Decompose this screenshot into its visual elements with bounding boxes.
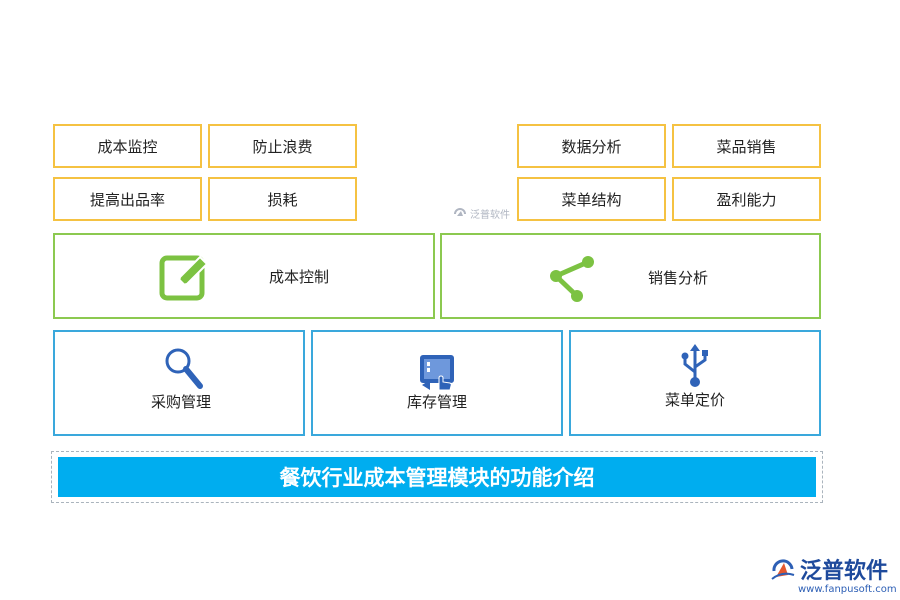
watermark-small-text: 泛普软件 bbox=[470, 210, 510, 221]
label-cost-monitoring: 成本监控 bbox=[97, 137, 158, 156]
magnifier-icon bbox=[165, 348, 203, 389]
footer-banner-frame: 餐饮行业成本管理模块的功能介绍 bbox=[51, 451, 823, 503]
label-menu-structure: 菜单结构 bbox=[561, 190, 622, 209]
usb-icon bbox=[681, 344, 708, 387]
footer-title: 餐饮行业成本管理模块的功能介绍 bbox=[279, 465, 595, 490]
box-loss: 损耗 bbox=[208, 177, 357, 221]
brand-logo: 泛普软件 www.fanpusoft.com bbox=[770, 553, 897, 595]
box-prevent-waste: 防止浪费 bbox=[208, 124, 357, 168]
label-cost-control: 成本控制 bbox=[269, 268, 330, 286]
label-loss: 损耗 bbox=[267, 190, 298, 209]
label-sales-analysis: 销售分析 bbox=[648, 269, 709, 287]
label-purchase: 采购管理 bbox=[151, 393, 212, 411]
fanpu-logo-icon bbox=[454, 207, 466, 216]
box-menu-structure: 菜单结构 bbox=[517, 177, 666, 221]
brand-url: www.fanpusoft.com bbox=[798, 584, 897, 595]
share-icon bbox=[550, 256, 594, 302]
edit-icon bbox=[159, 255, 209, 301]
box-inventory: 库存管理 bbox=[311, 330, 563, 436]
label-improve-yield: 提高出品率 bbox=[89, 190, 165, 209]
box-pricing: 菜单定价 bbox=[569, 330, 821, 436]
box-improve-yield: 提高出品率 bbox=[53, 177, 202, 221]
label-inventory: 库存管理 bbox=[407, 393, 468, 411]
label-pricing: 菜单定价 bbox=[665, 391, 726, 409]
box-cost-monitoring: 成本监控 bbox=[53, 124, 202, 168]
box-dish-sales: 菜品销售 bbox=[672, 124, 821, 168]
box-purchase: 采购管理 bbox=[53, 330, 305, 436]
footer-banner: 餐饮行业成本管理模块的功能介绍 bbox=[58, 457, 816, 497]
label-dish-sales: 菜品销售 bbox=[716, 137, 777, 156]
label-prevent-waste: 防止浪费 bbox=[252, 137, 313, 156]
box-cost-control: 成本控制 bbox=[53, 233, 435, 319]
tablet-touch-icon bbox=[420, 355, 454, 391]
brand-name: 泛普软件 bbox=[800, 559, 889, 584]
fanpu-logo-icon bbox=[771, 559, 795, 580]
watermark-small: 泛普软件 bbox=[453, 206, 510, 221]
box-sales-analysis: 销售分析 bbox=[440, 233, 821, 319]
box-profitability: 盈利能力 bbox=[672, 177, 821, 221]
label-profitability: 盈利能力 bbox=[716, 190, 777, 209]
box-data-analysis: 数据分析 bbox=[517, 124, 666, 168]
label-data-analysis: 数据分析 bbox=[561, 137, 622, 156]
